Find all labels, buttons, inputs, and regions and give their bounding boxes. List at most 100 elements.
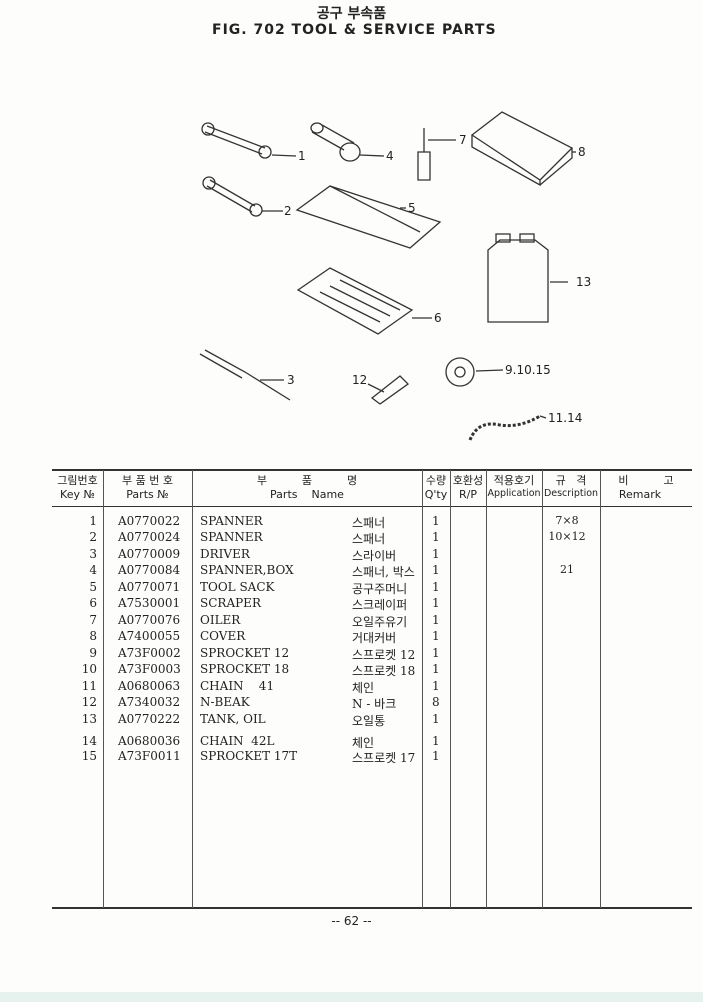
driver-drawing (199, 349, 291, 401)
spanner-2-drawing (202, 176, 283, 217)
col-divider (422, 470, 423, 908)
part-number-cell: A7400055 (118, 629, 181, 643)
part-name-korean-cell: 공구주머니 (352, 582, 408, 596)
part-name-korean-cell: 스패너, 박스 (352, 565, 415, 579)
description-cell: 21 (560, 563, 574, 576)
callout-9-10-15: 9.10.15 (505, 363, 551, 377)
key-cell: 14 (81, 734, 97, 748)
part-number-cell: A0680036 (118, 734, 181, 748)
description-cell: 10×12 (548, 530, 586, 543)
part-name-cell: CHAIN 41 (200, 679, 275, 693)
part-number-cell: A0770076 (118, 613, 181, 627)
oil-tank-drawing (487, 233, 568, 323)
header-app-kr: 적용호기 (493, 474, 535, 487)
page-number: -- 62 -- (331, 914, 372, 928)
callout-12: 12 (352, 373, 368, 387)
key-cell: 4 (89, 563, 97, 577)
key-cell: 10 (81, 662, 97, 676)
col-divider (542, 470, 543, 908)
part-name-korean-cell: 스프로켓 18 (352, 664, 416, 678)
header-desc-kr: 규 격 (555, 474, 587, 487)
part-name-korean-cell: 오일통 (352, 714, 386, 728)
part-number-cell: A73F0003 (118, 662, 181, 676)
key-cell: 8 (89, 629, 97, 643)
header-part-en: Parts № (126, 488, 169, 501)
quantity-cell: 1 (432, 629, 440, 643)
part-name-korean-cell: 체인 (352, 681, 375, 695)
part-name-cell: TOOL SACK (200, 580, 275, 594)
part-name-cell: SPANNER (200, 514, 263, 528)
key-cell: 3 (89, 547, 97, 561)
scan-edge (0, 992, 703, 1002)
col-divider (192, 470, 193, 908)
header-desc-en: Description (543, 488, 599, 499)
header-remark-en: Remark (618, 488, 662, 501)
tool-sack-drawing (295, 185, 442, 249)
part-name-korean-cell: 스패너 (352, 516, 386, 530)
part-name-cell: N-BEAK (200, 695, 250, 709)
callout-3: 3 (287, 373, 295, 387)
title-korean: 공구 부속품 (316, 6, 387, 22)
quantity-cell: 1 (432, 679, 440, 693)
part-name-cell: OILER (200, 613, 241, 627)
table-bottom-rule (52, 907, 692, 909)
figure-title: FIG. 702 TOOL & SERVICE PARTS (212, 22, 497, 38)
key-cell: 2 (89, 530, 97, 544)
part-name-cell: SCRAPER (200, 596, 261, 610)
key-cell: 5 (89, 580, 97, 594)
callout-2: 2 (284, 204, 292, 218)
description-cell: 7×8 (555, 514, 579, 527)
quantity-cell: 1 (432, 712, 440, 726)
key-cell: 1 (89, 514, 97, 528)
part-number-cell: A0770071 (118, 580, 181, 594)
callout-7: 7 (459, 133, 467, 147)
part-name-cell: SPROCKET 17T (200, 749, 298, 763)
quantity-cell: 1 (432, 662, 440, 676)
header-app-en: Application (487, 488, 541, 499)
oiler-drawing (417, 128, 456, 181)
scraper-drawing (296, 267, 432, 335)
part-number-cell: A0770084 (118, 563, 181, 577)
part-name-korean-cell: 스프로켓 17 (352, 751, 416, 765)
part-name-cell: SPANNER,BOX (200, 563, 294, 577)
part-name-korean-cell: 스패너 (352, 532, 386, 546)
part-name-korean-cell: 거대커버 (352, 631, 397, 645)
part-number-cell: A0680063 (118, 679, 181, 693)
header-qty-kr: 수량 (425, 474, 447, 487)
header-remark-kr: 비 고 (618, 474, 674, 487)
n-beak-drawing (367, 375, 410, 405)
header-rp-en: R/P (459, 488, 477, 501)
header-name-en: Parts Name (270, 488, 344, 501)
part-number-cell: A7530001 (118, 596, 181, 610)
part-number-cell: A73F0011 (118, 749, 181, 763)
cover-tray-drawing (470, 111, 576, 187)
key-cell: 15 (81, 749, 97, 763)
part-name-korean-cell: 스크레이퍼 (352, 598, 408, 612)
part-name-korean-cell: N - 바크 (352, 697, 397, 711)
key-cell: 9 (89, 646, 97, 660)
part-name-cell: DRIVER (200, 547, 250, 561)
quantity-cell: 1 (432, 734, 440, 748)
table-top-rule (52, 469, 692, 471)
key-cell: 6 (89, 596, 97, 610)
part-number-cell: A0770024 (118, 530, 181, 544)
part-name-cell: SPROCKET 12 (200, 646, 290, 660)
part-name-cell: TANK, OIL (200, 712, 266, 726)
header-key-en: Key № (60, 488, 95, 501)
part-name-cell: SPANNER (200, 530, 263, 544)
part-number-cell: A0770022 (118, 514, 181, 528)
col-divider (450, 470, 451, 908)
part-number-cell: A73F0002 (118, 646, 181, 660)
quantity-cell: 1 (432, 646, 440, 660)
callout-4: 4 (386, 149, 394, 163)
